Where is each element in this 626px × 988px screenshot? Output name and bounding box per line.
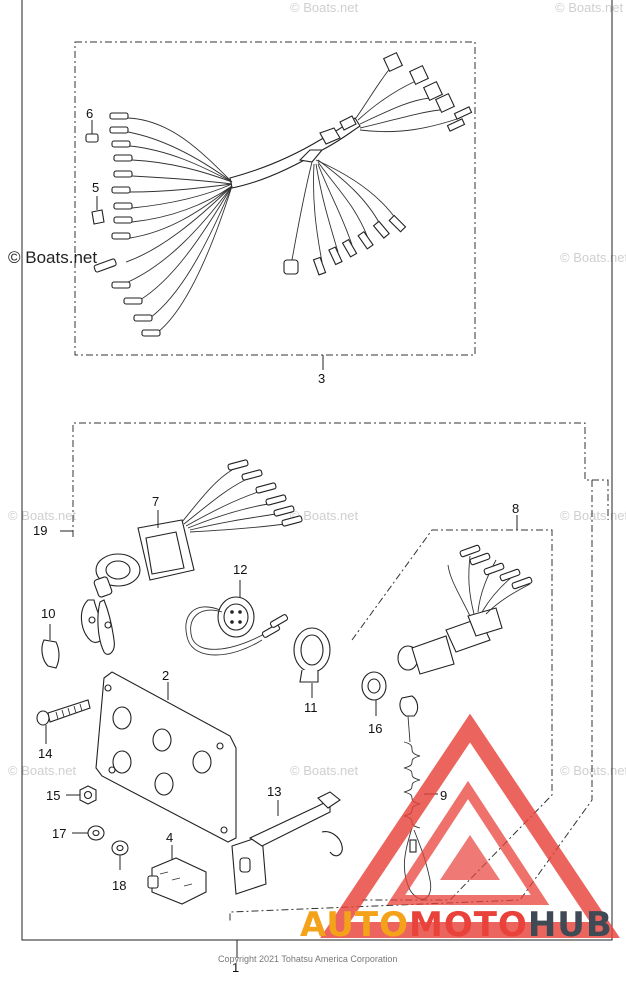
callout-4: 4	[166, 830, 173, 845]
terminal-6	[85, 133, 99, 143]
key-switch	[80, 459, 303, 655]
callout-16: 16	[368, 721, 382, 736]
callout-14: 14	[38, 746, 52, 761]
callout-11: 11	[304, 700, 318, 715]
watermark-text: © Boats.net	[290, 508, 359, 523]
callout-18: 18	[112, 878, 126, 893]
brand-wordmark: AUTOMOTOHUB	[300, 905, 613, 945]
callout-6: 6	[86, 106, 93, 121]
watermark-main: © Boats.net	[8, 248, 97, 267]
callout-19: 19	[33, 523, 47, 538]
clamp-ring	[293, 627, 331, 683]
switch-plate	[95, 671, 237, 843]
brand-hub: HUB	[528, 905, 613, 945]
harness-terminals	[93, 112, 161, 337]
callout-7: 7	[152, 494, 159, 509]
callout-1: 1	[232, 960, 239, 975]
background-watermarks: © Boats.net © Boats.net © Boats.net © Bo…	[8, 0, 626, 778]
wire-clip-13	[321, 831, 343, 857]
callout-10: 10	[41, 606, 55, 621]
panel-group-frame-lower	[229, 480, 593, 922]
harness-group-frame	[74, 41, 476, 356]
screw	[36, 699, 91, 726]
watermark-text: © Boats.net	[290, 0, 359, 15]
callout-2: 2	[162, 668, 169, 683]
callout-5: 5	[92, 180, 99, 195]
copyright-footer: Copyright 2021 Tohatsu America Corporati…	[218, 954, 397, 964]
stop-switch	[397, 544, 533, 675]
callout-15: 15	[46, 788, 60, 803]
callout-9: 9	[440, 788, 447, 803]
watermark-text: © Boats.net	[8, 508, 77, 523]
connector-coupler	[147, 857, 207, 905]
wire-harness	[93, 51, 473, 337]
watermark-text: © Boats.net	[555, 0, 624, 15]
assembly-border	[21, 0, 613, 941]
automotohub-logo: AUTOMOTOHUB	[300, 713, 620, 945]
callout-8: 8	[512, 501, 519, 516]
mounting-bracket	[231, 791, 341, 895]
watermark-text: © Boats.net	[560, 508, 626, 523]
callout-13: 13	[267, 784, 281, 799]
watermark-text: © Boats.net	[560, 763, 626, 778]
watermark-text: © Boats.net	[290, 763, 359, 778]
watermark-text: © Boats.net	[8, 763, 77, 778]
callout-3: 3	[318, 371, 325, 386]
sleeve-5	[91, 209, 105, 225]
callout-12: 12	[233, 562, 247, 577]
brand-moto: MOTO	[409, 905, 528, 945]
buzzer	[185, 596, 289, 656]
brand-auto: AUTO	[300, 905, 409, 945]
panel-group-frame	[72, 422, 609, 537]
wire-clip	[41, 639, 60, 669]
watermark-text: © Boats.net	[560, 250, 626, 265]
callout-17: 17	[52, 826, 66, 841]
